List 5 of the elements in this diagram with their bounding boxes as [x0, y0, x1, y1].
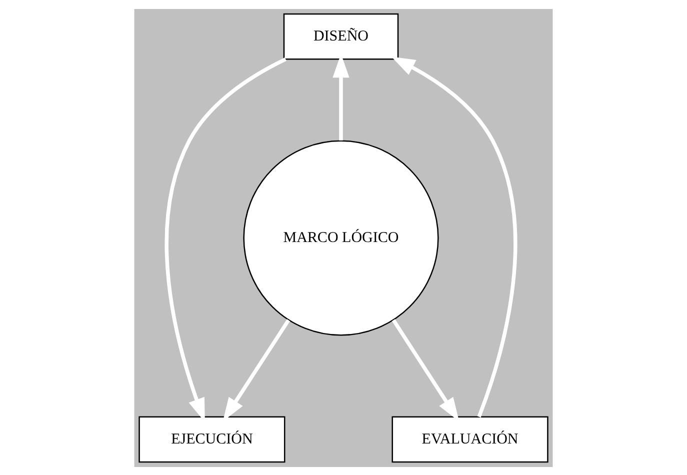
node-box: EVALUACIÓN — [392, 416, 548, 462]
node-box: DISEÑO — [283, 12, 399, 60]
arrow — [391, 56, 518, 417]
node-box: EJECUCIÓN — [138, 416, 286, 462]
node-circle: MARCO LÓGICO — [243, 140, 439, 336]
